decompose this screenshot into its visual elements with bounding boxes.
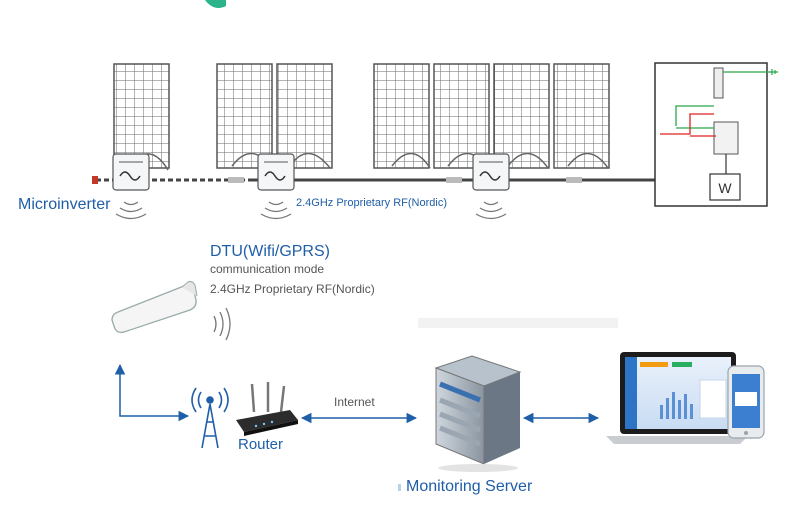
solar-panel-icon [373,63,430,169]
dtu-mode-label: communication mode [210,262,325,276]
wireless-signal-icon [475,201,507,220]
wireless-signal-icon [115,201,147,220]
electric-meter-icon [709,173,741,201]
dtu-stick-icon [111,280,198,334]
server-icon [434,355,522,472]
wireless-signal-icon [213,307,231,341]
faded-caption [418,318,618,328]
smartphone-icon [727,365,765,439]
solar-panel-icon [493,63,550,169]
logo-fragment-icon [205,0,226,8]
solar-panel-icon [216,63,273,169]
monitoring-server-label: Monitoring Server [406,478,533,495]
dtu-title: DTU(Wifi/GPRS) [210,243,330,260]
internet-label: Internet [334,395,375,409]
solar-panel-icon [433,63,490,169]
antenna-tower-icon [191,387,229,449]
microinverter-icon [472,153,510,191]
router-icon [236,382,298,436]
wireless-signal-icon [260,201,292,220]
rf-link-label: 2.4GHz Proprietary RF(Nordic) [296,197,447,209]
microinverter-label: Microinverter [18,196,111,213]
dtu-rf-label: 2.4GHz Proprietary RF(Nordic) [210,282,375,296]
microinverter-icon [257,153,295,191]
distribution-box: W [654,62,778,207]
solar-panel-icon [113,63,170,169]
solar-panel-icon [553,63,610,169]
laptop-icon [606,352,748,444]
router-label: Router [238,436,284,453]
bullet-mark [398,484,401,491]
solar-panel-icon [276,63,333,169]
ac-trunk-cable [92,176,655,184]
meter-symbol: W [718,180,732,196]
dtu-to-router-arrow [114,363,190,422]
solar-panel-array [113,63,610,169]
microinverter-icon [112,153,150,191]
